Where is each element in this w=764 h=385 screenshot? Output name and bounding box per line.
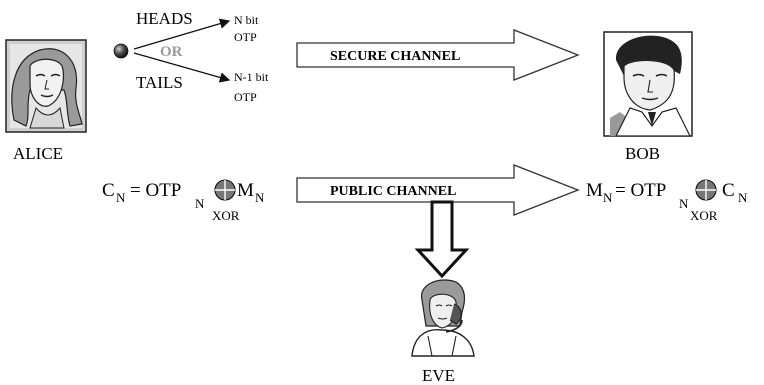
- alice-icon: [5, 39, 87, 133]
- enc-lhs-sub: N: [116, 190, 126, 205]
- dec-lhs-sub: N: [603, 190, 613, 205]
- heads-label: HEADS: [136, 9, 193, 28]
- secure-channel-label: SECURE CHANNEL: [330, 49, 460, 64]
- dec-rhs: C: [722, 180, 735, 201]
- dec-eq-otp: = OTP: [615, 180, 666, 201]
- tails-label: TAILS: [136, 73, 183, 92]
- xor-icon: [695, 179, 717, 201]
- enc-lhs: C: [102, 180, 115, 201]
- public-channel-arrow: [296, 164, 580, 216]
- tails-result-line2: OTP: [234, 90, 257, 104]
- heads-result-line1: N bit: [234, 13, 259, 27]
- enc-rhs: M: [237, 180, 254, 201]
- dec-lhs: M: [586, 180, 603, 201]
- dec-op-label: XOR: [690, 208, 718, 223]
- tails-result-line1: N-1 bit: [234, 70, 269, 84]
- or-label: OR: [160, 44, 183, 60]
- secure-channel-arrow: [296, 29, 580, 81]
- alice-label: ALICE: [13, 144, 63, 163]
- enc-eq-otp: = OTP: [130, 180, 181, 201]
- xor-icon: [214, 179, 236, 201]
- eve-label: EVE: [422, 366, 455, 385]
- enc-rhs-sub: N: [255, 190, 265, 205]
- eve-icon: [411, 279, 475, 357]
- enc-otp-sub: N: [195, 196, 205, 211]
- heads-result-line2: OTP: [234, 30, 257, 44]
- eve-tap-arrow: [414, 200, 470, 279]
- public-channel-label: PUBLIC CHANNEL: [330, 184, 456, 199]
- encryption-formula: C N = OTP N M N XOR: [102, 179, 265, 223]
- dec-rhs-sub: N: [738, 190, 748, 205]
- coin-icon: [113, 43, 129, 59]
- coin-branches: [133, 18, 231, 83]
- bob-icon: [603, 31, 693, 137]
- bob-label: BOB: [625, 144, 660, 163]
- decryption-formula: M N = OTP N C N XOR: [586, 179, 748, 223]
- dec-otp-sub: N: [679, 196, 689, 211]
- enc-op-label: XOR: [212, 208, 240, 223]
